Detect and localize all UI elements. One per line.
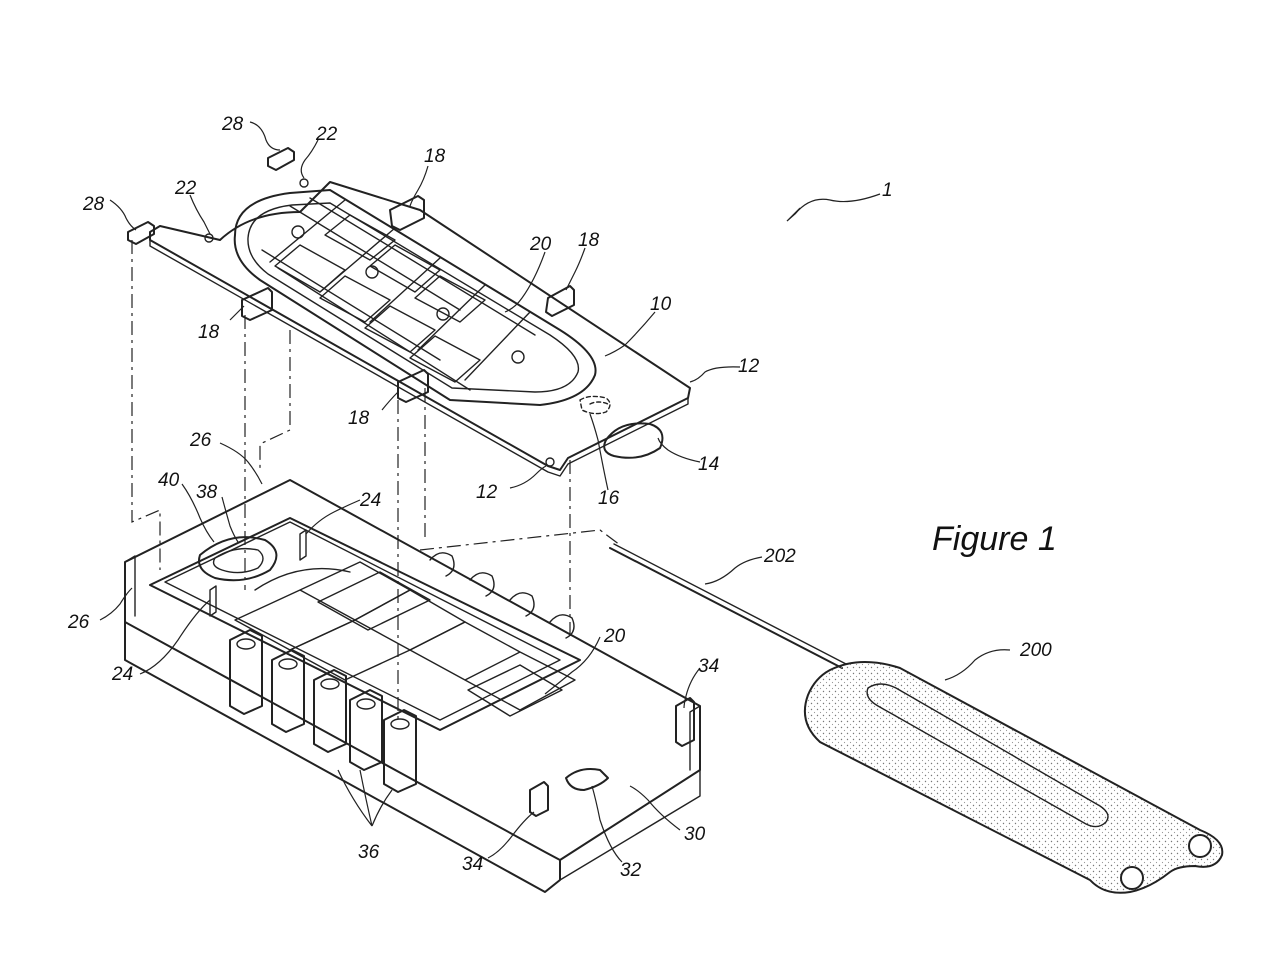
ref-26-top: 26 <box>189 430 212 451</box>
ref-32: 32 <box>620 860 642 881</box>
ref-34-bottom: 34 <box>462 854 483 875</box>
sensor-pad <box>609 543 1224 894</box>
ref-10: 10 <box>650 294 672 315</box>
ref-22-top: 22 <box>315 124 338 145</box>
ref-18-bottom: 18 <box>348 408 370 429</box>
ref-20-lower: 20 <box>603 626 626 647</box>
ref-24-top: 24 <box>359 490 381 511</box>
ref-12-right: 12 <box>738 356 760 377</box>
ref-40: 40 <box>158 470 180 491</box>
ref-38: 38 <box>196 482 218 503</box>
ref-22-left: 22 <box>174 178 197 199</box>
ref-24-left: 24 <box>111 664 133 685</box>
reference-numerals: 1 28 22 22 28 18 20 18 10 12 18 18 14 16… <box>67 114 1057 881</box>
ref-34-right: 34 <box>698 656 719 677</box>
lower-tray <box>124 479 701 893</box>
ref-30: 30 <box>684 824 706 845</box>
ref-26-left: 26 <box>67 612 90 633</box>
ref-12-bottom: 12 <box>476 482 498 503</box>
ref-200: 200 <box>1019 640 1052 661</box>
ref-18-right: 18 <box>578 230 600 251</box>
ref-36: 36 <box>358 842 380 863</box>
ref-1: 1 <box>882 180 893 201</box>
ref-28-left: 28 <box>82 194 105 215</box>
leader-lines <box>99 121 1011 863</box>
ref-202: 202 <box>763 546 796 567</box>
ref-18-left: 18 <box>198 322 220 343</box>
ref-28-top: 28 <box>221 114 244 135</box>
ref-14: 14 <box>698 454 719 475</box>
figure-title: Figure 1 <box>932 520 1057 558</box>
upper-tray <box>127 147 691 477</box>
ref-18-top: 18 <box>424 146 446 167</box>
ref-16: 16 <box>598 488 620 509</box>
ref-20-upper: 20 <box>529 234 552 255</box>
